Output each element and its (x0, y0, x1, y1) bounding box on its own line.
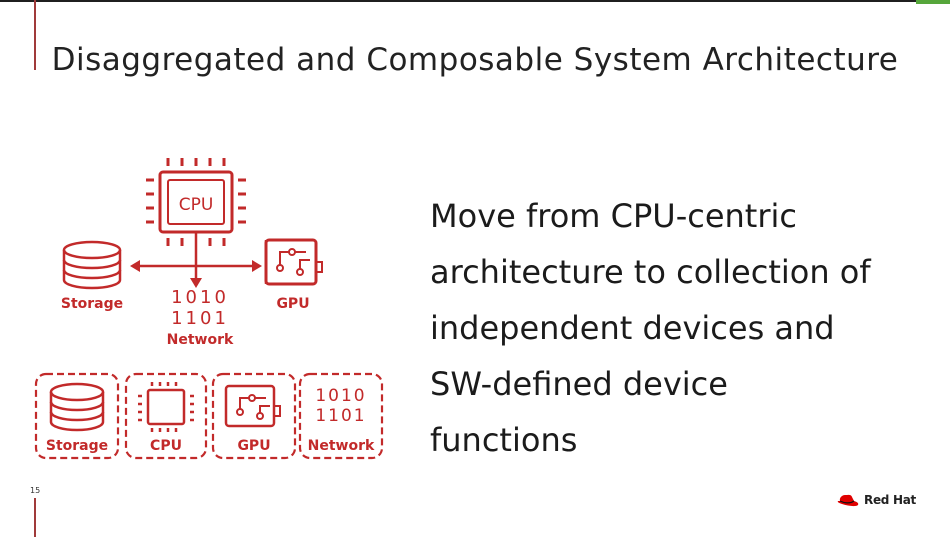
page-number: 15 (30, 486, 41, 495)
module-storage-label: Storage (46, 438, 108, 454)
module-cpu-icon (138, 382, 194, 432)
network-binary-line-1: 1010 (171, 287, 229, 308)
gpu-label: GPU (276, 296, 309, 312)
gpu-circuit-icon (264, 238, 323, 286)
cpu-chip-icon (146, 158, 246, 246)
module-network-binary-line-2: 1101 (315, 406, 366, 426)
slide-title: Disaggregated and Composable System Arch… (51, 42, 899, 78)
body-line-2: architecture to collection of (430, 253, 871, 291)
body-line-3: independent devices and (430, 309, 835, 347)
slide-top-right-accent (916, 0, 950, 4)
network-module-box (298, 372, 384, 460)
module-network-label: Network (308, 438, 375, 454)
storage-label: Storage (61, 296, 123, 312)
left-margin-rule-top (34, 0, 36, 70)
module-gpu-label: GPU (237, 438, 270, 454)
module-network-binary-line-1: 1010 (315, 386, 366, 406)
slide-body-text: Move from CPU-centric architecture to co… (430, 188, 930, 468)
body-line-1: Move from CPU-centric (430, 197, 797, 235)
module-storage-icon (49, 382, 105, 432)
body-line-4: SW-defined device (430, 365, 728, 403)
network-label: Network (167, 332, 234, 348)
architecture-diagram: CPU Storage GPU 1010 1101 Network 1010 1… (34, 158, 384, 460)
cpu-chip-label: CPU (179, 195, 214, 215)
red-hat-logo: Red Hat (836, 492, 916, 508)
slide-top-border (0, 0, 950, 2)
red-hat-icon (837, 494, 859, 507)
module-cpu-label: CPU (150, 438, 182, 454)
connection-arrows (130, 232, 262, 288)
network-binary-line-2: 1101 (171, 308, 229, 329)
body-line-5: functions (430, 421, 578, 459)
module-gpu-icon (224, 384, 281, 428)
storage-module-box (34, 372, 120, 460)
red-hat-logo-text: Red Hat (864, 493, 916, 507)
gpu-module-box (211, 372, 297, 460)
storage-icon (62, 240, 122, 290)
left-margin-rule-bottom (34, 498, 36, 537)
